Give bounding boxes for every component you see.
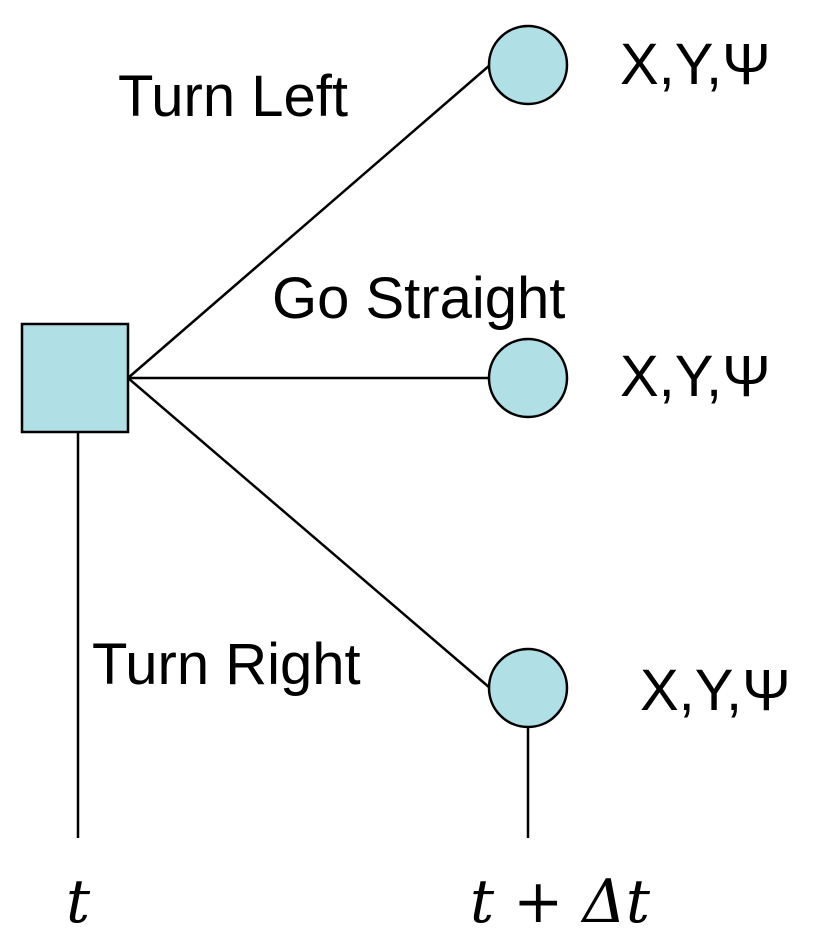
state-label-turn-right: X,Y,Ψ (640, 658, 791, 723)
label-turn-right: Turn Right (92, 632, 361, 697)
label-go-straight: Go Straight (272, 266, 565, 331)
time-label-start: t (66, 867, 91, 937)
time-label-end: t + Δt (470, 867, 651, 937)
decision-node (20, 322, 130, 434)
outcome-node-turn-right (487, 647, 569, 729)
outcome-node-turn-left (487, 24, 569, 106)
outcome-node-go-straight (487, 337, 569, 419)
edge-turn-left (127, 64, 491, 379)
state-label-go-straight: X,Y,Ψ (620, 344, 771, 409)
state-label-turn-left: X,Y,Ψ (620, 32, 771, 97)
edge-turn-right (127, 377, 491, 689)
label-turn-left: Turn Left (118, 64, 348, 129)
